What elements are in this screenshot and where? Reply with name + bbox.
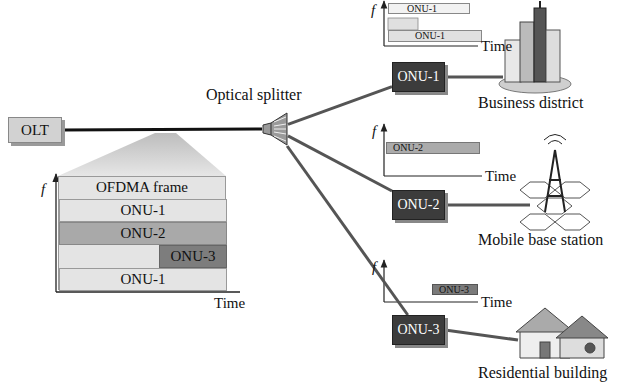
node-label: ONU-2 xyxy=(398,198,440,212)
frequency-axis xyxy=(383,124,384,176)
node-label: ONU-1 xyxy=(398,70,440,84)
spectrum-bar: ONU-3 xyxy=(432,284,478,295)
frequency-axis xyxy=(55,174,56,292)
onu-box: ONU-3 xyxy=(392,315,445,345)
onu-box: ONU-2 xyxy=(392,190,445,220)
axis-label: f xyxy=(371,3,375,18)
node-label: ONU-1 xyxy=(415,31,445,41)
subcarrier-band: ONU-2 xyxy=(59,222,227,245)
axis-label: f xyxy=(41,182,45,197)
subcarrier-band: ONU-3 xyxy=(159,245,227,268)
spectrum-bar: ONU-1 xyxy=(388,30,482,42)
site-label: Business district xyxy=(478,95,583,111)
node-label: ONU-1 xyxy=(121,203,166,218)
axis-label: f xyxy=(372,260,376,275)
access-link xyxy=(445,76,503,79)
spectrum-bar: ONU-1 xyxy=(388,3,470,14)
node-label: ONU-3 xyxy=(171,249,216,264)
node-label: ONU-2 xyxy=(393,143,423,153)
node-label: OLT xyxy=(21,123,49,138)
olt-box: OLT xyxy=(8,117,62,143)
frequency-axis xyxy=(383,1,384,46)
optical-splitter: Optical splitter xyxy=(262,112,288,146)
site-label: Residential building xyxy=(478,365,607,381)
site-label: Mobile base station xyxy=(478,232,603,248)
base-station-icon xyxy=(520,135,590,231)
drop-fiber xyxy=(287,146,408,315)
drop-fiber xyxy=(288,136,392,191)
axis-label: Time xyxy=(481,295,512,310)
spectrum-step xyxy=(388,18,418,30)
callout-wedge xyxy=(58,133,226,176)
houses-icon xyxy=(516,308,608,358)
subcarrier-band: ONU-1 xyxy=(59,199,227,222)
onu-box: ONU-1 xyxy=(392,62,445,92)
spectrum-bar: ONU-2 xyxy=(386,142,480,154)
time-axis xyxy=(56,291,240,292)
node-label: ONU-1 xyxy=(121,272,166,287)
axis-label: Time xyxy=(485,169,516,184)
access-link xyxy=(445,330,518,340)
access-link xyxy=(445,204,530,207)
frame-title: OFDMA frame xyxy=(96,180,188,195)
node-label: ONU-1 xyxy=(407,4,437,14)
ofdma-frame: OFDMA frameONU-1ONU-2ONU-3ONU-1 xyxy=(58,176,226,290)
axis-label: Time xyxy=(481,39,512,54)
node-label: ONU-3 xyxy=(439,285,469,295)
axis-label: f xyxy=(372,124,376,139)
node-label: ONU-3 xyxy=(398,323,440,337)
splitter-label: Optical splitter xyxy=(206,87,302,103)
feeder-fiber xyxy=(62,128,262,132)
time-axis xyxy=(384,175,482,176)
drop-fiber xyxy=(288,87,392,125)
subcarrier-band: ONU-1 xyxy=(59,268,227,291)
time-axis xyxy=(384,45,478,46)
splitter-symbol xyxy=(262,112,288,146)
node-label: ONU-2 xyxy=(121,226,166,241)
axis-label: Time xyxy=(214,296,245,311)
